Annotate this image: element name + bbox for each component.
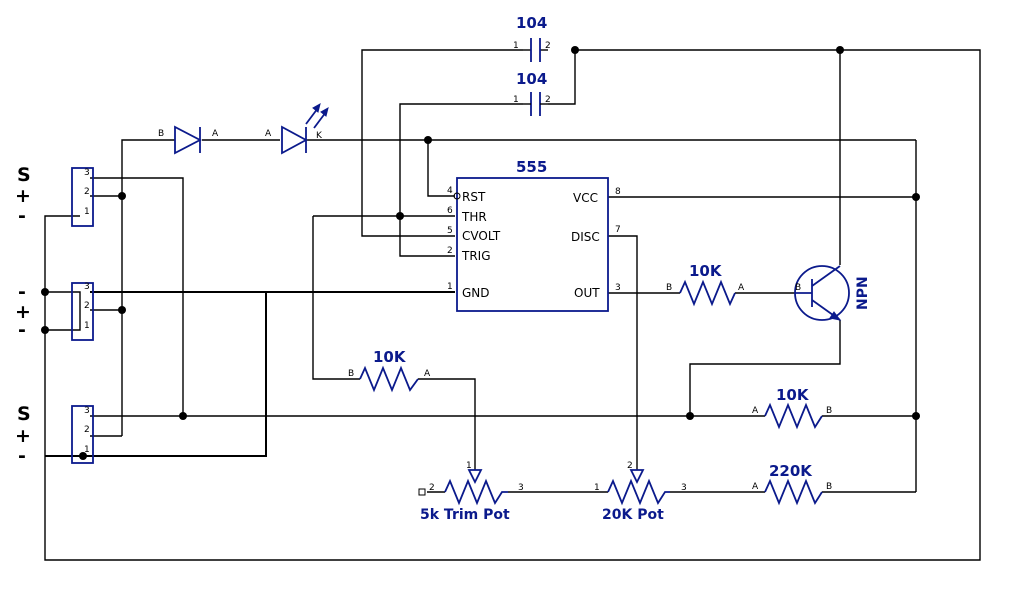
led-pin-a: A <box>265 129 272 139</box>
resistor-220k-pin-b: B <box>826 482 832 492</box>
connector-3-label-s: S <box>17 403 31 425</box>
trim-pot: 2 3 1 5k Trim Pot <box>418 461 524 523</box>
connector-3-pin2: 2 <box>84 425 90 435</box>
diode: B A <box>158 125 219 155</box>
pin-gnd-num: 1 <box>447 282 453 292</box>
20k-pot-wiper: 2 <box>627 461 633 471</box>
resistor-trim: 10K B A <box>348 348 431 393</box>
transistor-base-pin: B <box>795 283 801 293</box>
trim-pot-label: 5k Trim Pot <box>420 507 510 523</box>
capacitor-2-pin2: 2 <box>545 95 551 105</box>
pin-trig-num: 2 <box>447 246 453 256</box>
connector-3-label-plus: + <box>15 425 31 447</box>
connector-2-label-plus: + <box>15 301 31 323</box>
20k-pot-pin-right: 3 <box>681 483 687 493</box>
pin-disc-num: 7 <box>615 225 621 235</box>
connector-2-pin3: 3 <box>84 282 90 292</box>
pin-rst-num: 4 <box>447 186 453 196</box>
connector-3: 3 2 1 S + - <box>15 403 94 467</box>
ic-name: 555 <box>516 158 547 176</box>
resistor-220k-pin-a: A <box>752 482 759 492</box>
resistor-out-pin-a: A <box>738 283 745 293</box>
resistor-bottom: 10K A B <box>752 386 832 430</box>
npn-transistor: B NPN <box>794 265 871 321</box>
resistor-trim-pin-b: B <box>348 369 354 379</box>
connector-1: 3 2 1 S + - <box>15 164 94 227</box>
led: A K <box>265 102 329 155</box>
20k-pot-pin-left: 1 <box>594 483 600 493</box>
resistor-bottom-pin-a: A <box>752 406 759 416</box>
connector-3-pin1: 1 <box>84 445 90 455</box>
pin-out-num: 3 <box>615 283 621 293</box>
capacitor-1-pin1: 1 <box>513 41 519 51</box>
capacitor-1: 104 1 2 <box>513 14 551 62</box>
connector-2-pin1: 1 <box>84 321 90 331</box>
connector-2: 3 2 1 - + - <box>15 281 94 341</box>
pin-thr-num: 6 <box>447 206 453 216</box>
wires <box>44 49 981 561</box>
pin-vcc-label: VCC <box>573 191 598 205</box>
20k-pot: 1 3 2 20K Pot <box>594 461 687 523</box>
trim-pot-pin-left: 2 <box>429 483 435 493</box>
trim-pot-wiper: 1 <box>466 461 472 471</box>
pin-rst-label: RST <box>462 190 486 204</box>
connector-2-label-minus: - <box>18 319 26 341</box>
connector-1-pin2: 2 <box>84 187 90 197</box>
resistor-out: 10K B A <box>666 262 745 307</box>
led-pin-k: K <box>316 131 323 141</box>
transistor-label: NPN <box>855 276 871 310</box>
pin-cvolt-label: CVOLT <box>462 229 501 243</box>
connector-3-label-minus: - <box>18 445 26 467</box>
pin-disc-label: DISC <box>571 230 600 244</box>
resistor-trim-value: 10K <box>373 348 407 366</box>
connector-3-pin3: 3 <box>84 406 90 416</box>
resistor-bottom-pin-b: B <box>826 406 832 416</box>
junction-dots <box>41 46 920 460</box>
trim-pot-pin-right: 3 <box>518 483 524 493</box>
diode-pin-a: A <box>212 129 219 139</box>
connector-2-pin2: 2 <box>84 301 90 311</box>
pin-vcc-num: 8 <box>615 187 621 197</box>
resistor-trim-pin-a: A <box>424 369 431 379</box>
capacitor-1-value: 104 <box>516 14 547 32</box>
capacitor-2-value: 104 <box>516 70 547 88</box>
resistor-out-pin-b: B <box>666 283 672 293</box>
connector-1-pin3: 3 <box>84 168 90 178</box>
pin-out-label: OUT <box>574 286 600 300</box>
resistor-out-value: 10K <box>689 262 723 280</box>
pin-gnd-label: GND <box>462 286 490 300</box>
connector-2-label-minus-top: - <box>18 281 26 303</box>
20k-pot-label: 20K Pot <box>602 507 664 523</box>
connector-1-label-plus: + <box>15 185 31 207</box>
capacitor-2: 104 1 2 <box>513 70 551 116</box>
capacitor-1-pin2: 2 <box>545 41 551 51</box>
ic-555: 555 4 RST 6 THR 5 CVOLT 2 TRIG 1 GND 8 V… <box>447 158 621 312</box>
capacitor-2-pin1: 1 <box>513 95 519 105</box>
diode-pin-b: B <box>158 129 164 139</box>
pin-cvolt-num: 5 <box>447 226 453 236</box>
connector-1-pin1: 1 <box>84 207 90 217</box>
connector-1-label-minus: - <box>18 205 26 227</box>
resistor-220k-value: 220K <box>769 462 813 480</box>
pin-thr-label: THR <box>461 210 487 224</box>
resistor-bottom-value: 10K <box>776 386 810 404</box>
connector-1-label-s: S <box>17 164 31 186</box>
pin-trig-label: TRIG <box>461 249 491 263</box>
resistor-220k: 220K A B <box>752 462 832 506</box>
